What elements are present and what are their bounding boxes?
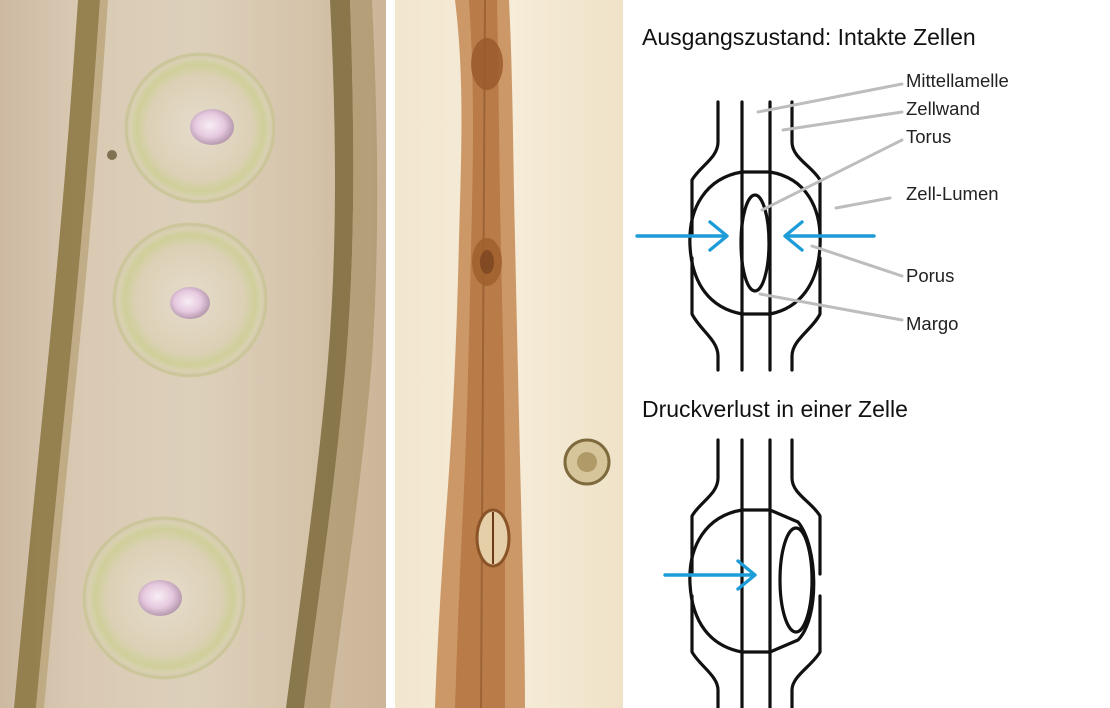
cell-wall-left [692, 440, 718, 574]
label-mittellamelle: Mittellamelle [906, 70, 1009, 92]
cell-wall-right [792, 440, 820, 574]
heading-pressure-loss: Druckverlust in einer Zelle [642, 396, 908, 423]
leader-margo [760, 294, 902, 320]
cell-wall-right [792, 596, 820, 708]
label-zell-lumen: Zell-Lumen [906, 183, 999, 205]
micrograph-face-view [0, 0, 386, 708]
label-porus: Porus [906, 265, 954, 287]
leader-porus [812, 246, 902, 276]
label-zellwand: Zellwand [906, 98, 980, 120]
micrograph-section-view [395, 0, 623, 708]
arrow-left-icon [637, 222, 727, 250]
pit-border [690, 510, 742, 652]
torus-shape [780, 528, 812, 632]
label-margo: Margo [906, 313, 958, 335]
bordered-pit-diagram [623, 0, 1110, 708]
leader-zellwand [783, 112, 902, 130]
cell-wall-left [692, 102, 718, 236]
arrow-pressure-icon [665, 561, 755, 589]
leader-mittellamelle [758, 84, 902, 112]
arrow-right-icon [785, 222, 874, 250]
leader-lumen [836, 198, 890, 208]
label-torus: Torus [906, 126, 951, 148]
heading-intact-cells: Ausgangszustand: Intakte Zellen [642, 24, 976, 51]
